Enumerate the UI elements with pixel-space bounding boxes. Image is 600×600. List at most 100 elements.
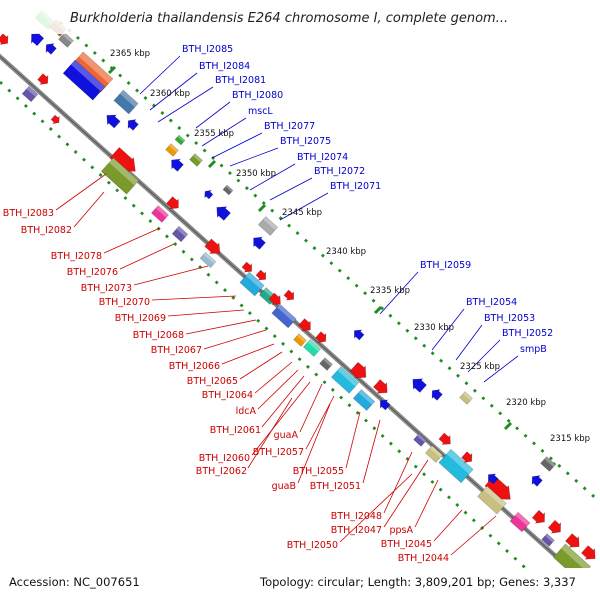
gene-highlight (297, 333, 307, 343)
gene-highlight (70, 59, 105, 92)
title-background (0, 0, 600, 34)
gene-arrow (255, 269, 267, 281)
gene-highlight (323, 357, 333, 367)
gene-arrow (581, 545, 596, 560)
gene-arrow (45, 43, 57, 55)
leader-line (73, 191, 105, 228)
gene-highlight (429, 445, 443, 458)
leader-line (151, 295, 237, 301)
gene-label: BTH_I2070 (99, 297, 150, 308)
leader-line (257, 369, 299, 410)
leader-line (119, 243, 175, 270)
gene-feature (531, 475, 543, 487)
gene-feature (50, 114, 60, 125)
gene-arrow (373, 379, 388, 394)
gene-feature (239, 271, 265, 297)
leader-line (431, 308, 465, 351)
gene-feature (174, 134, 186, 146)
scale-label: 2350 kbp (236, 169, 276, 179)
gene-label: BTH_I2057 (253, 447, 304, 458)
leader-line (55, 173, 107, 211)
gene-label: smpB (520, 344, 547, 355)
gene-label: BTH_I2077 (264, 121, 315, 132)
leader-line (185, 319, 257, 335)
leader-line (247, 397, 293, 469)
gene-label: ldcA (236, 406, 257, 417)
gene-label: BTH_I2076 (67, 267, 118, 278)
gene-block (62, 59, 106, 101)
gene-label: BTH_I2078 (51, 251, 102, 262)
gene-feature (0, 33, 9, 45)
gene-feature (298, 318, 311, 332)
scale-label: 2360 kbp (150, 89, 190, 99)
gene-feature (241, 261, 253, 273)
leader-line (455, 324, 483, 361)
gene-feature (541, 533, 555, 547)
leader-line (203, 329, 267, 350)
gene-feature (373, 379, 388, 394)
gene-arrow (268, 292, 281, 305)
gene-feature (547, 519, 562, 534)
gene-block (271, 303, 297, 329)
gene-highlight (193, 153, 203, 163)
gene-block (413, 433, 427, 447)
gene-block (239, 271, 265, 297)
leader-line (239, 351, 283, 380)
gene-block (425, 445, 443, 463)
gene-arrow (204, 238, 221, 254)
leader-line (345, 411, 361, 469)
gene-feature (438, 448, 474, 484)
gene-label: BTH_I2054 (466, 297, 517, 308)
gene-highlight (277, 304, 297, 323)
gene-block (293, 333, 307, 347)
gene-feature (413, 433, 427, 447)
gene-block (113, 89, 139, 115)
gene-feature (540, 456, 556, 472)
scale-label: 2320 kbp (506, 398, 546, 408)
gene-label: BTH_I2050 (287, 540, 338, 551)
gene-arrow (283, 289, 295, 301)
gene-highlight (358, 389, 375, 405)
leader-line (201, 117, 247, 147)
gene-highlight (78, 51, 113, 84)
gene-block (165, 143, 179, 157)
gene-highlight (62, 32, 74, 44)
leader-line (195, 101, 231, 129)
leader-line (139, 55, 181, 95)
leader-line (467, 339, 501, 373)
gene-highlight (109, 157, 139, 186)
gene-feature (127, 119, 139, 131)
scale-label: 2335 kbp (370, 286, 410, 296)
leader-line (379, 271, 419, 315)
gene-feature (459, 391, 473, 405)
gene-highlight (446, 449, 474, 475)
gene-feature (531, 509, 546, 524)
gene-feature (204, 238, 221, 254)
gene-feature (379, 399, 391, 411)
gene-label: BTH_I2064 (202, 390, 253, 401)
gene-block (257, 216, 279, 236)
gene-feature (171, 158, 184, 172)
gene-label: BTH_I2085 (182, 44, 233, 55)
leader-line (261, 375, 305, 428)
leader-line (149, 72, 198, 111)
gene-arrow (0, 33, 9, 45)
gene-block (459, 391, 473, 405)
gene-arrow (315, 331, 327, 343)
gene-highlight (245, 272, 265, 290)
gene-highlight (26, 86, 38, 97)
gene-arrow (531, 475, 543, 487)
gene-block (222, 184, 234, 196)
gene-label: BTH_I2045 (381, 539, 432, 550)
gene-arrow (106, 114, 121, 129)
scale-label: 2315 kbp (550, 434, 590, 444)
gene-label: mscL (248, 106, 273, 117)
gene-labels: BTH_I2085BTH_I2084BTH_I2081BTH_I2080mscL… (3, 44, 553, 564)
gene-label: BTH_I2065 (187, 376, 238, 387)
leader-line (167, 309, 245, 317)
gene-label: BTH_I2053 (484, 313, 535, 324)
gene-label: BTH_I2059 (420, 260, 471, 271)
gene-arrow (37, 73, 49, 85)
gene-feature (113, 89, 139, 115)
gene-arrow (166, 196, 179, 210)
